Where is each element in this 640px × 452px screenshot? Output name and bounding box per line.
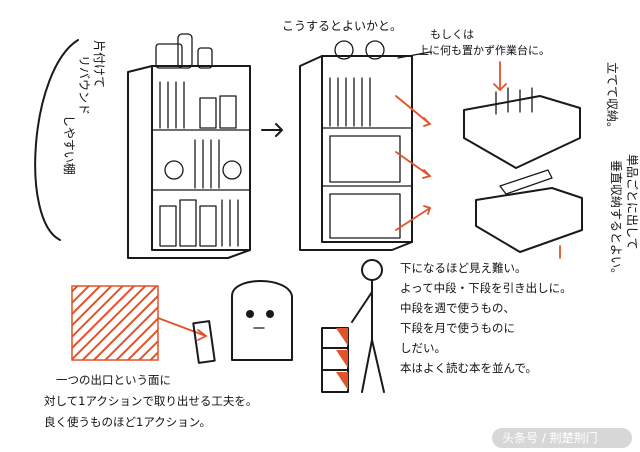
right-caption-1-text: 立てて収納。 [605, 62, 620, 134]
arrow-right [261, 123, 283, 137]
middle-drawer [329, 135, 401, 183]
center-shelf [299, 40, 432, 251]
jar-item [219, 95, 237, 129]
penguin-figure [334, 40, 354, 60]
can-item [179, 199, 197, 247]
arrow-to-bread [157, 317, 208, 341]
bottom-left-line-3: 良く使うものほど1アクション。 [44, 415, 211, 429]
box-item [155, 43, 183, 69]
bottom-left-line-2: 対して1アクションで取り出せる工夫を。 [44, 394, 257, 408]
note-line-2: 上に何も置かず作業台に。 [418, 43, 550, 57]
left-bracket [34, 39, 79, 241]
note-line-1: もしくは [430, 28, 474, 41]
penguin-figure [164, 160, 184, 180]
middle-text-line-1: 下になるほど見え難い。 [400, 261, 527, 275]
right-caption-2-line-1: 単品ごとに出して [625, 154, 640, 250]
right-caption-1: 立てて収納。 [605, 62, 620, 134]
left-caption-line-2: リバウンド [77, 55, 91, 115]
middle-text: 下になるほど見え難い。 よって中段・下段を引き出しに。 中段を週で使うもの、 下… [400, 261, 572, 375]
bottle-item [177, 33, 193, 69]
right-caption-2-line-2: 垂直収納するとよい。 [609, 160, 623, 280]
arrow-middle [395, 151, 432, 179]
cat-figure [365, 40, 385, 60]
left-caption-line-1: 片付けて [92, 40, 106, 88]
bottom-drawer [329, 193, 401, 239]
can-item [199, 205, 217, 247]
cat-figure [222, 160, 242, 180]
left-caption: 片付けて リバウンド しやすい棚 [62, 40, 106, 175]
can-item [159, 205, 177, 247]
person [351, 259, 385, 393]
arrow-top [395, 95, 432, 127]
right-caption-2: 単品ごとに出して 垂直収納するとよい。 [609, 154, 640, 280]
card-item [192, 320, 216, 364]
bread-character [192, 280, 293, 364]
top-caption: こうするとよいかと。 [282, 19, 402, 33]
middle-text-line-2: よって中段・下段を引き出しに。 [400, 281, 572, 295]
left-caption-line-3: しやすい棚 [62, 115, 77, 175]
bottom-left-text: 一つの出口という面に 対して1アクションで取り出せる工夫を。 良く使うものほど1… [44, 373, 257, 429]
arrow-bottom [395, 205, 432, 231]
basket-bottom [475, 169, 583, 259]
arrow-down [493, 61, 507, 92]
box-stack [321, 327, 349, 393]
hatched-panel [71, 285, 159, 361]
middle-text-line-3: 中段を週で使うもの、 [400, 301, 515, 315]
note: もしくは 上に何も置かず作業台に。 [397, 28, 550, 59]
left-bookshelf [127, 33, 251, 259]
jar-item [199, 97, 217, 129]
cup-item [197, 47, 213, 69]
watermark-text: 头条号 / 荆楚荆门 [502, 430, 598, 445]
bottom-left-line-1: 一つの出口という面に [56, 373, 171, 387]
middle-text-line-5: しだい。 [400, 341, 446, 355]
basket-top [463, 61, 581, 169]
middle-text-line-4: 下段を月で使うものに [400, 321, 515, 335]
watermark-pill [492, 428, 632, 448]
middle-text-line-6: 本はよく読む本を並んで。 [400, 361, 537, 375]
